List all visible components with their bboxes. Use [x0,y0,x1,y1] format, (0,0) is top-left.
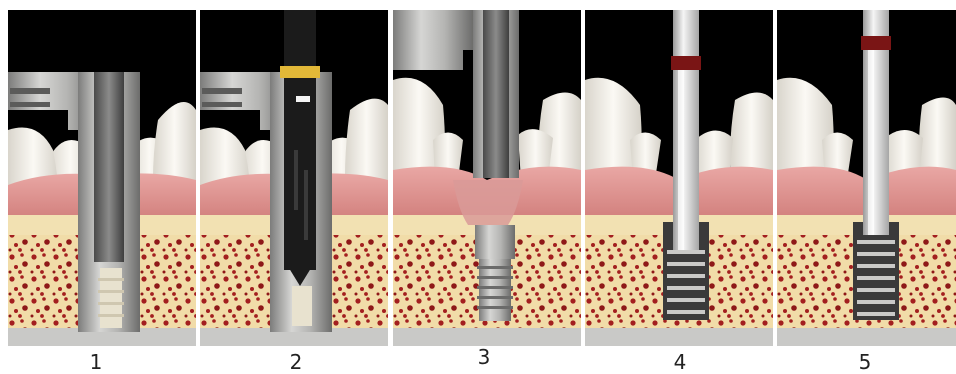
panel-1-number: 1 [76,352,116,372]
red-band-icon [671,56,701,70]
implant-step-1-illustration [8,10,196,346]
panel-3-number: 3 [464,347,504,367]
panel-2 [200,10,388,346]
panel-4-number: 4 [660,352,700,372]
implant-step-5-illustration [777,10,956,346]
red-band-icon [861,36,891,50]
implant-step-3-illustration [393,10,581,346]
panel-4 [585,10,773,346]
panel-1 [8,10,196,346]
panel-5 [777,10,956,346]
gold-ring-icon [280,66,320,78]
implant-step-2-illustration [200,10,388,346]
panel-5-number: 5 [845,352,885,372]
panel-2-number: 2 [276,352,316,372]
panel-3 [393,10,581,346]
implant-step-4-illustration [585,10,773,346]
